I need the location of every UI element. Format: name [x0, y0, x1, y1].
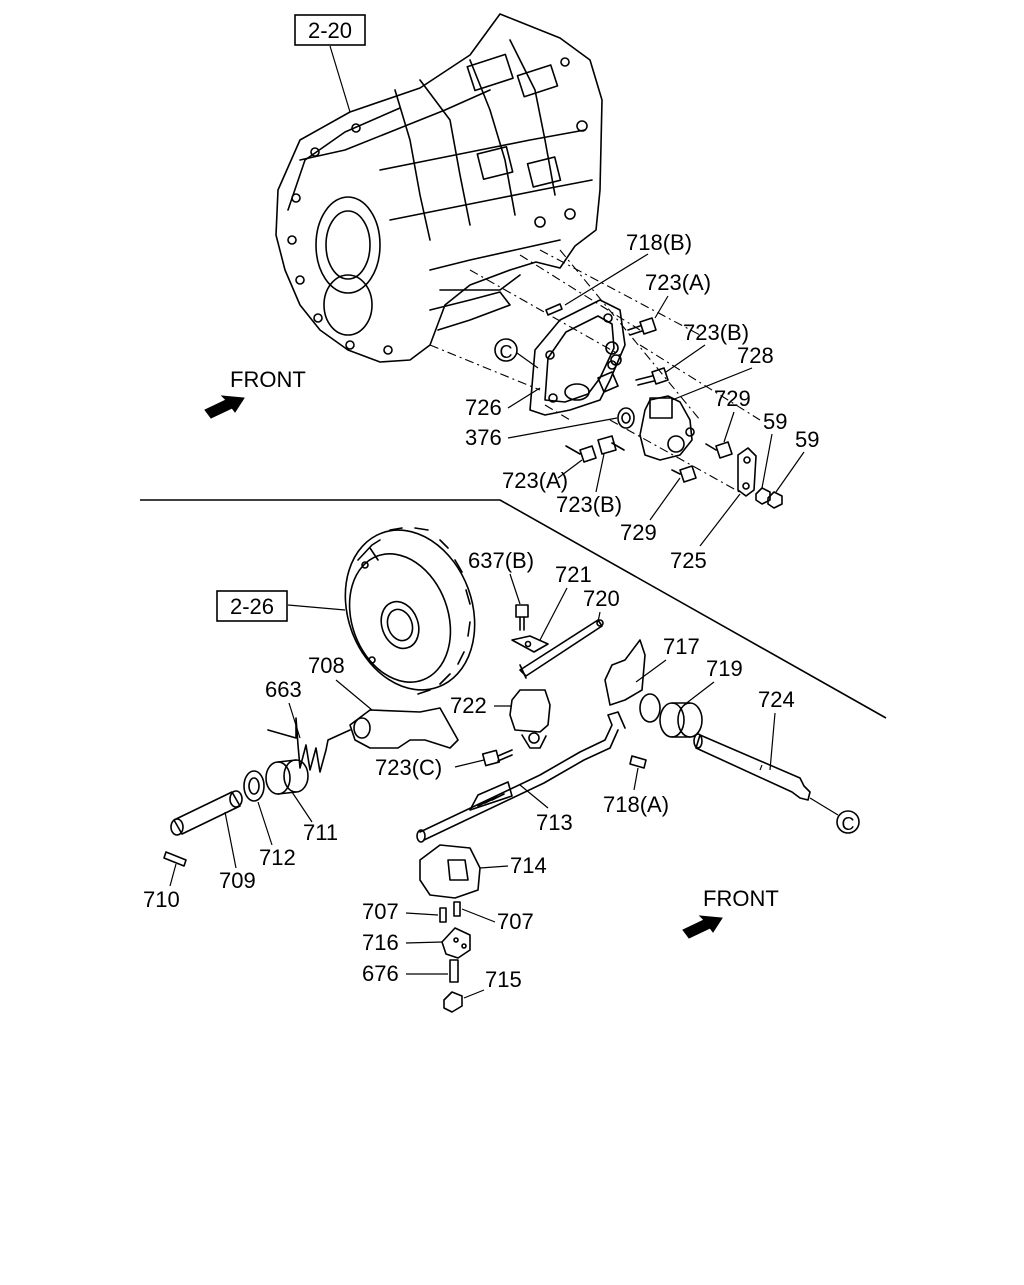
part-707-pins — [439, 901, 461, 923]
part-676-stud — [449, 959, 459, 983]
callout-716: 716 — [362, 930, 399, 955]
reference-box-top: 2-20 — [294, 14, 366, 113]
callout-376: 376 — [465, 425, 502, 450]
callout-720: 720 — [583, 586, 620, 611]
part-718a-pin — [629, 755, 647, 769]
reference-label-top: 2-20 — [308, 18, 352, 43]
callout-676: 676 — [362, 961, 399, 986]
callout-723a-top: 723(A) — [645, 270, 711, 295]
callout-729-bot: 729 — [620, 520, 657, 545]
part-59-nuts — [755, 487, 783, 509]
washers-top — [597, 341, 622, 393]
transmission-case — [275, 13, 603, 363]
part-715-nut — [443, 991, 463, 1013]
part-708-fork — [349, 707, 459, 749]
callout-729-top: 729 — [714, 386, 751, 411]
section-divider — [140, 499, 887, 719]
callout-663: 663 — [265, 677, 302, 702]
callout-707-right: 707 — [497, 909, 534, 934]
callout-714: 714 — [510, 853, 547, 878]
callout-717: 717 — [663, 634, 700, 659]
part-709-shaft — [170, 790, 243, 836]
callout-725: 725 — [670, 548, 707, 573]
callout-59-b: 59 — [795, 427, 819, 452]
bolt-723a-bot — [565, 445, 597, 463]
bolt-723b-bot — [597, 435, 625, 455]
callout-718b: 718(B) — [626, 230, 692, 255]
clutch-hub — [344, 527, 476, 695]
part-716-plate — [441, 927, 471, 959]
callout-707-left: 707 — [362, 899, 399, 924]
callout-710: 710 — [143, 887, 180, 912]
callout-59-a: 59 — [763, 409, 787, 434]
part-723c-bolt — [481, 749, 513, 767]
part-717-bracket — [604, 639, 661, 723]
marker-c-top-label: C — [500, 342, 513, 362]
reference-box-bottom: 2-26 — [216, 590, 346, 622]
callout-723b-bot: 723(B) — [556, 492, 622, 517]
front-arrow-top-icon — [204, 395, 245, 419]
part-719-bushing — [659, 702, 703, 738]
part-714-block — [419, 844, 481, 899]
callout-723a-bot: 723(A) — [502, 468, 568, 493]
marker-c-bottom-label: C — [842, 814, 855, 834]
part-726-cover — [529, 299, 626, 416]
front-arrow-bottom-icon — [682, 915, 723, 939]
part-720-link — [519, 619, 604, 679]
marker-c-top: C — [494, 338, 539, 369]
part-637b-bolt — [515, 604, 529, 631]
part-724-shaft — [693, 733, 811, 801]
bolt-729-top — [705, 441, 733, 459]
callout-722: 722 — [450, 693, 487, 718]
part-728-sensor — [639, 395, 695, 461]
part-710-pin — [163, 851, 187, 867]
callout-724: 724 — [758, 687, 795, 712]
part-725-lever — [737, 447, 757, 497]
callout-728: 728 — [737, 343, 774, 368]
callout-723b-top: 723(B) — [683, 320, 749, 345]
callout-713: 713 — [536, 810, 573, 835]
part-711-bushing — [265, 759, 309, 795]
callout-721: 721 — [555, 562, 592, 587]
front-indicator-bottom: FRONT — [682, 886, 779, 939]
part-721-plate — [511, 635, 549, 653]
bolt-723a-top — [627, 317, 657, 336]
part-713-rod — [416, 711, 626, 843]
callout-708: 708 — [308, 653, 345, 678]
callout-726: 726 — [465, 395, 502, 420]
front-label-top: FRONT — [230, 367, 306, 392]
bolt-723b-top — [635, 367, 669, 386]
callouts-top: 718(B) 723(A) 723(B) 728 726 729 59 59 3… — [465, 230, 819, 573]
part-722-bracket — [509, 689, 551, 749]
front-indicator-top: FRONT — [204, 367, 306, 419]
callout-637b: 637(B) — [468, 548, 534, 573]
part-712-washer — [243, 770, 265, 802]
callout-709: 709 — [219, 868, 256, 893]
callouts-bottom: 637(B) 721 720 717 708 719 663 722 724 7… — [143, 548, 795, 999]
callout-712: 712 — [259, 845, 296, 870]
bolt-729-bot — [671, 465, 697, 483]
front-label-bottom: FRONT — [703, 886, 779, 911]
callout-719: 719 — [706, 656, 743, 681]
callout-723c: 723(C) — [375, 755, 442, 780]
part-663-spring — [267, 717, 351, 773]
part-376-washer — [617, 407, 635, 429]
callout-715: 715 — [485, 967, 522, 992]
marker-c-bottom: C — [809, 797, 860, 834]
callout-711: 711 — [303, 820, 338, 845]
reference-label-bottom: 2-26 — [230, 594, 274, 619]
part-718b-pin — [545, 303, 563, 316]
callout-718a: 718(A) — [603, 792, 669, 817]
